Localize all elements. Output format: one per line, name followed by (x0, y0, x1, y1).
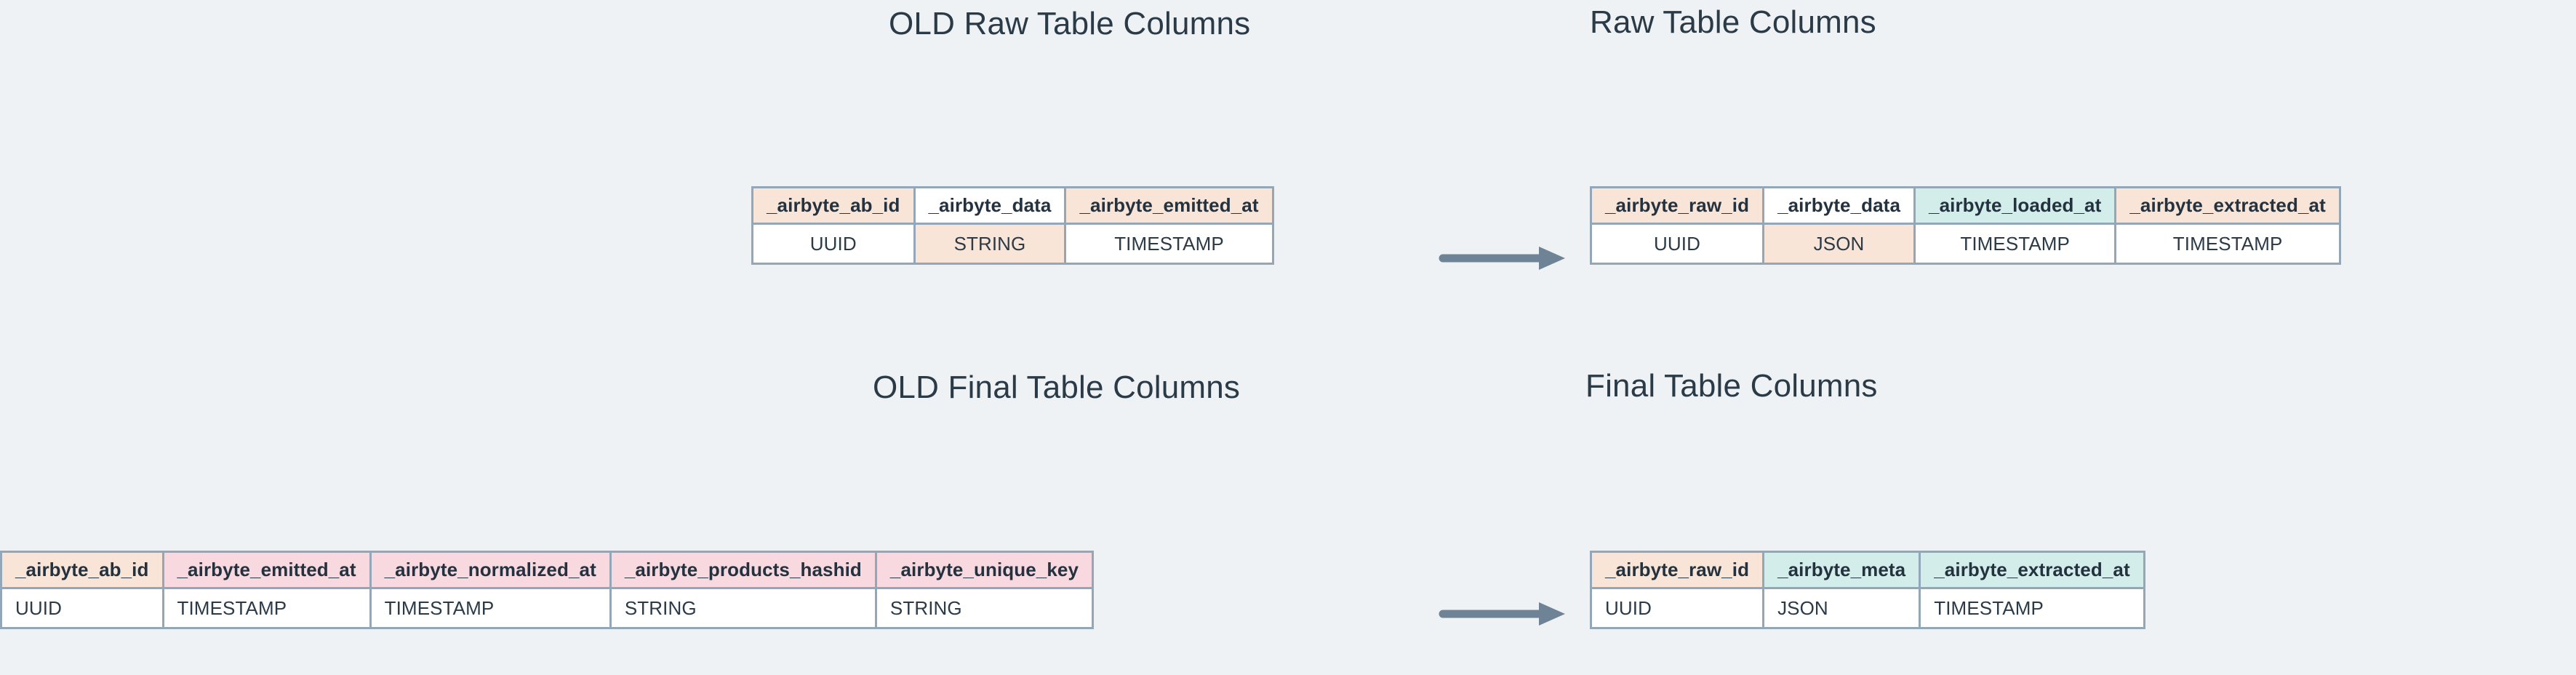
column-type-airbyte-unique-key: STRING (876, 589, 1092, 627)
column-header-airbyte-emitted-at: _airbyte_emitted_at (164, 553, 372, 589)
column-type-airbyte-raw-id: UUID (1592, 589, 1765, 627)
column-header-airbyte-data: _airbyte_data (1764, 188, 1916, 225)
arrow-old-raw-to-raw (1439, 247, 1565, 270)
table-header-row: _airbyte_raw_id_airbyte_meta_airbyte_ext… (1592, 553, 2143, 589)
old-final-table: _airbyte_ab_id_airbyte_emitted_at_airbyt… (0, 551, 1095, 629)
arrow-old-final-to-final (1439, 602, 1565, 626)
column-type-airbyte-ab-id: UUID (753, 225, 916, 263)
column-header-airbyte-emitted-at: _airbyte_emitted_at (1066, 188, 1272, 225)
old-raw-table-title: OLD Raw Table Columns (889, 6, 1251, 41)
raw-table: _airbyte_raw_id_airbyte_data_airbyte_loa… (1590, 186, 2341, 265)
column-type-airbyte-raw-id: UUID (1592, 225, 1765, 263)
column-header-airbyte-unique-key: _airbyte_unique_key (876, 553, 1092, 589)
raw-table-title: Raw Table Columns (1590, 4, 1876, 40)
column-type-airbyte-emitted-at: TIMESTAMP (1066, 225, 1272, 263)
column-header-airbyte-raw-id: _airbyte_raw_id (1592, 188, 1765, 225)
column-type-airbyte-normalized-at: TIMESTAMP (371, 589, 612, 627)
column-header-airbyte-extracted-at: _airbyte_extracted_at (2116, 188, 2339, 225)
column-type-airbyte-extracted-at: TIMESTAMP (2116, 225, 2339, 263)
column-header-airbyte-data: _airbyte_data (915, 188, 1067, 225)
column-type-airbyte-extracted-at: TIMESTAMP (1921, 589, 2143, 627)
column-header-airbyte-raw-id: _airbyte_raw_id (1592, 553, 1765, 589)
column-header-airbyte-ab-id: _airbyte_ab_id (2, 553, 164, 589)
column-header-airbyte-normalized-at: _airbyte_normalized_at (371, 553, 612, 589)
column-type-airbyte-products-hashid: STRING (611, 589, 877, 627)
column-type-airbyte-loaded-at: TIMESTAMP (1916, 225, 2117, 263)
old-final-table-title: OLD Final Table Columns (873, 370, 1241, 405)
column-header-airbyte-loaded-at: _airbyte_loaded_at (1916, 188, 2117, 225)
table-header-row: _airbyte_raw_id_airbyte_data_airbyte_loa… (1592, 188, 2339, 225)
column-header-airbyte-extracted-at: _airbyte_extracted_at (1921, 553, 2143, 589)
column-header-airbyte-meta: _airbyte_meta (1764, 553, 1921, 589)
column-type-airbyte-emitted-at: TIMESTAMP (164, 589, 372, 627)
column-type-airbyte-data: STRING (915, 225, 1067, 263)
old-raw-table: _airbyte_ab_id_airbyte_data_airbyte_emit… (751, 186, 1274, 265)
column-type-airbyte-meta: JSON (1764, 589, 1921, 627)
final-table: _airbyte_raw_id_airbyte_meta_airbyte_ext… (1590, 551, 2145, 629)
table-header-row: _airbyte_ab_id_airbyte_emitted_at_airbyt… (2, 553, 1092, 589)
column-header-airbyte-ab-id: _airbyte_ab_id (753, 188, 916, 225)
final-table-title: Final Table Columns (1585, 368, 1878, 404)
column-type-airbyte-ab-id: UUID (2, 589, 164, 627)
table-header-row: _airbyte_ab_id_airbyte_data_airbyte_emit… (753, 188, 1272, 225)
column-header-airbyte-products-hashid: _airbyte_products_hashid (611, 553, 877, 589)
column-type-airbyte-data: JSON (1764, 225, 1916, 263)
